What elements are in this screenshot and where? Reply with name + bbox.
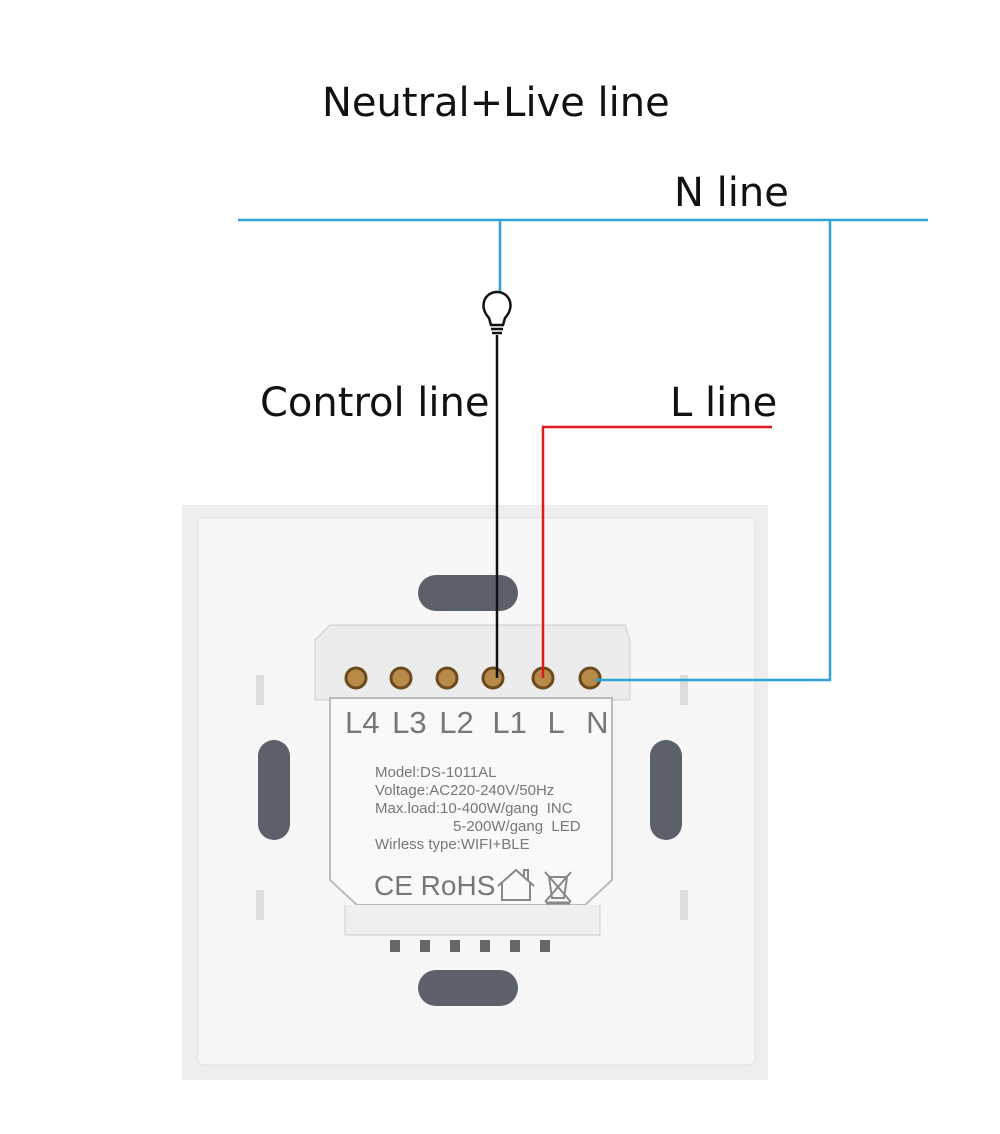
spec-label: Model:DS-1011AL Voltage:AC220-240V/50Hz … — [375, 764, 581, 854]
control-line-label: Control line — [260, 380, 490, 426]
terminal-l4: L4 — [345, 705, 380, 740]
spec-maxload-inc: Max.load:10-400W/gang INC — [375, 800, 573, 817]
bulb-icon — [482, 290, 512, 335]
house-icon — [497, 868, 535, 901]
n-line-label: N line — [674, 170, 789, 216]
wires — [238, 218, 928, 682]
n-to-terminal-wire — [595, 220, 832, 682]
spec-maxload-led: 5-200W/gang LED — [453, 818, 581, 835]
terminal-labels: L4 L3 L2 L1 L N — [345, 705, 609, 741]
l-line-label: L line — [670, 380, 778, 426]
l-wire — [541, 425, 772, 678]
spec-wireless: Wirless type:WIFI+BLE — [375, 836, 530, 853]
certification-marks: CE RoHS — [374, 870, 496, 901]
switch-module — [314, 624, 631, 952]
terminal-l: L — [547, 705, 564, 740]
weee-bin-icon — [544, 871, 572, 905]
spec-voltage: Voltage:AC220-240V/50Hz — [375, 782, 555, 799]
spec-model: Model:DS-1011AL — [375, 764, 497, 781]
terminal-l1: L1 — [492, 705, 527, 740]
diagram-title: Neutral+Live line — [322, 80, 670, 126]
terminal-l2: L2 — [439, 705, 474, 740]
terminal-screws — [344, 666, 602, 690]
terminal-n: N — [586, 705, 609, 740]
terminal-l3: L3 — [392, 705, 427, 740]
